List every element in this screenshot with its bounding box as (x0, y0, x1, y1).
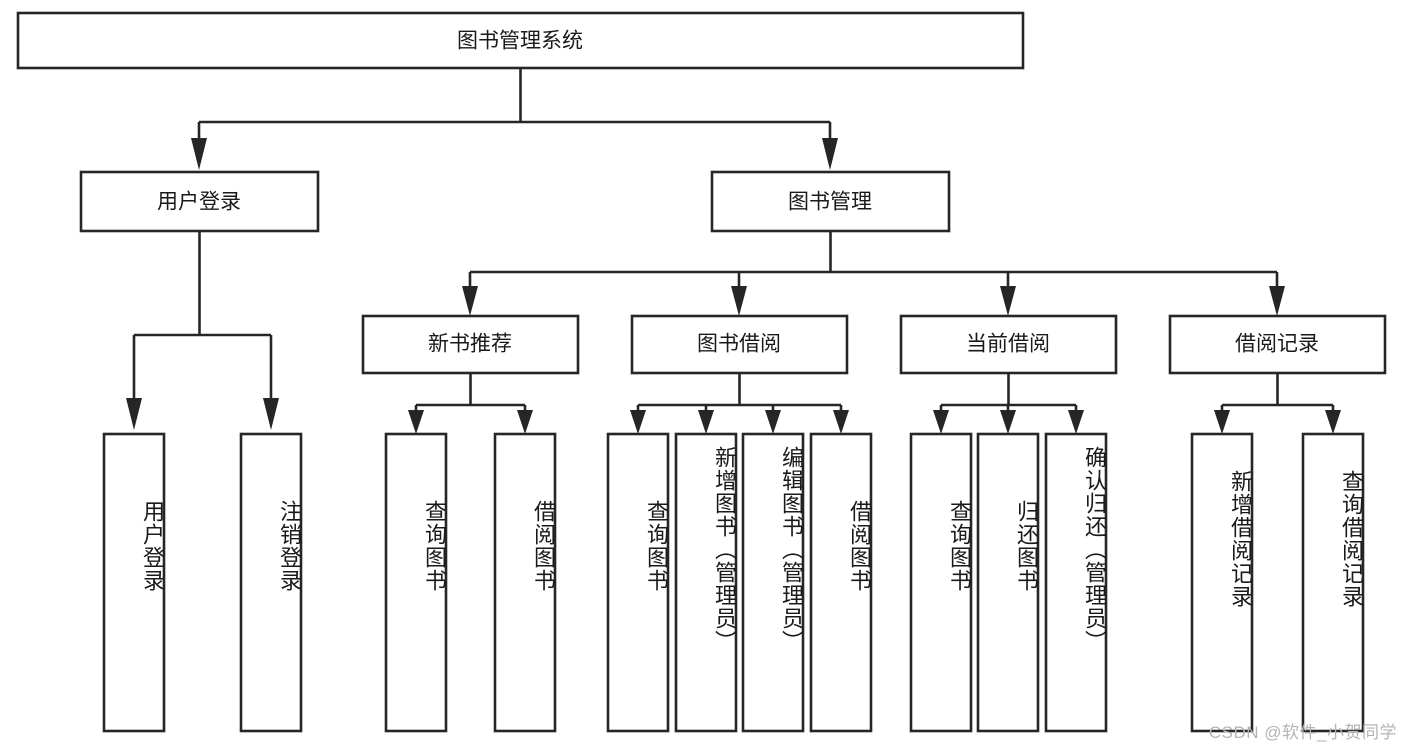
leaf-box-current-borrow-3[interactable] (1044, 432, 1108, 733)
arrow-bookmgmt-to-current (1000, 286, 1016, 316)
arrow-borrowrecord-leaf-1 (1214, 410, 1230, 434)
connectors-userlogin (126, 231, 279, 430)
connectors-borrowrecord (1214, 373, 1341, 434)
leaf-box-current-borrow-2[interactable] (976, 432, 1040, 733)
arrow-currentborrow-leaf-2 (1000, 410, 1016, 434)
arrow-userlogin-leaf-2 (263, 398, 279, 430)
node-user-login-box[interactable] (79, 170, 320, 233)
arrow-currentborrow-leaf-3 (1068, 410, 1084, 434)
node-book-borrow-box[interactable] (630, 314, 849, 375)
arrow-newbook-leaf-1 (408, 410, 424, 434)
arrow-borrowrecord-leaf-2 (1325, 410, 1341, 434)
node-borrow-record-label: 借阅记录 (1235, 333, 1319, 356)
node-current-borrow-box[interactable] (899, 314, 1118, 375)
leaf-box-new-book-2[interactable] (493, 432, 557, 733)
node-user-login-label: 用户登录 (157, 191, 241, 214)
node-book-management-box[interactable] (710, 170, 951, 233)
arrow-bookmgmt-to-record (1269, 286, 1285, 316)
arrow-bookborrow-leaf-4 (833, 410, 849, 434)
arrow-newbook-leaf-2 (517, 410, 533, 434)
arrow-currentborrow-leaf-1 (933, 410, 949, 434)
arrow-bookborrow-leaf-1 (630, 410, 646, 434)
arrow-bookmgmt-to-newbook (462, 286, 478, 316)
arrow-root-to-userlogin (191, 138, 207, 170)
arrow-root-to-bookmgmt (822, 138, 838, 170)
leaf-box-book-borrow-4[interactable] (809, 432, 873, 733)
connectors-root (191, 68, 838, 170)
watermark-text: CSDN @软件_小贺同学 (1208, 723, 1397, 742)
arrow-userlogin-leaf-1 (126, 398, 142, 430)
node-book-management-label: 图书管理 (788, 191, 872, 214)
leaf-box-user-login-1[interactable] (102, 432, 166, 733)
connectors-bookborrow (630, 373, 849, 434)
node-root-label: 图书管理系统 (457, 30, 583, 53)
node-root-box[interactable] (16, 11, 1025, 70)
node-new-book-box[interactable] (361, 314, 580, 375)
node-borrow-record-box[interactable] (1168, 314, 1387, 375)
node-book-borrow-label: 图书借阅 (697, 333, 781, 356)
leaf-box-new-book-1[interactable] (384, 432, 448, 733)
leaf-box-book-borrow-3[interactable] (741, 432, 805, 733)
connectors-newbook (408, 373, 533, 434)
leaf-box-user-login-2[interactable] (239, 432, 303, 733)
connectors-bookmgmt (462, 231, 1285, 316)
leaf-box-book-borrow-1[interactable] (606, 432, 670, 733)
arrow-bookborrow-leaf-2 (698, 410, 714, 434)
connectors-currentborrow (933, 373, 1084, 434)
leaf-box-borrow-record-2[interactable] (1301, 432, 1365, 733)
arrow-bookmgmt-to-borrow (731, 286, 747, 316)
leaf-box-book-borrow-2[interactable] (674, 432, 738, 733)
leaf-box-current-borrow-1[interactable] (909, 432, 973, 733)
leaf-box-borrow-record-1[interactable] (1190, 432, 1254, 733)
arrow-bookborrow-leaf-3 (765, 410, 781, 434)
node-new-book-label: 新书推荐 (428, 333, 512, 356)
node-current-borrow-label: 当前借阅 (966, 333, 1050, 356)
